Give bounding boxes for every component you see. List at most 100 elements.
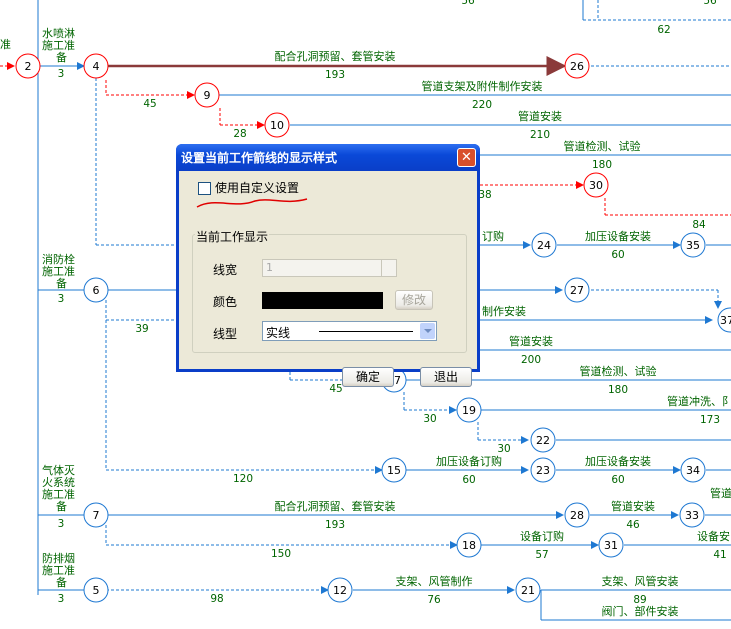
node-26[interactable]: 26 (564, 53, 590, 79)
left-label-gas: 备 (56, 499, 67, 513)
node-33[interactable]: 33 (679, 502, 705, 528)
node-31[interactable]: 31 (598, 532, 624, 558)
svg-text:2: 2 (25, 60, 32, 73)
svg-text:15: 15 (387, 464, 401, 477)
left-label-water-spray: 水喷淋 (42, 27, 75, 40)
current-work-display-group (192, 234, 467, 353)
node-10[interactable]: 10 (264, 112, 290, 138)
node-27[interactable]: 27 (564, 277, 590, 303)
node-22[interactable]: 22 (530, 427, 556, 453)
node-15[interactable]: 15 (381, 457, 407, 483)
node-24[interactable]: 24 (531, 232, 557, 258)
activity-duration: 193 (325, 69, 345, 81)
activity-name: 管道检测、试验 (580, 364, 657, 378)
dialog-title-bar[interactable]: 设置当前工作箭线的显示样式 ✕ (176, 144, 480, 171)
activity-duration: 57 (535, 549, 548, 561)
activity-duration: 46 (626, 519, 640, 531)
exit-button[interactable]: 退出 (420, 367, 472, 387)
node-6[interactable]: 6 (83, 277, 109, 303)
svg-text:33: 33 (685, 509, 699, 522)
node-12[interactable]: 12 (327, 577, 353, 603)
activity-duration: 220 (472, 99, 492, 111)
node-34[interactable]: 34 (680, 457, 706, 483)
dummy-duration: 3 (58, 593, 65, 605)
activity-name: 支架、风管安装 (602, 574, 679, 588)
activity-name: 加压设备安装 (585, 454, 651, 468)
activity-name: 制作安装 (482, 304, 526, 318)
svg-text:5: 5 (93, 584, 100, 597)
activity-name: 配合孔洞预留、套管安装 (275, 499, 396, 513)
node-7[interactable]: 7 (83, 502, 109, 528)
left-label-water-spray: 备 (56, 50, 67, 64)
group-title: 当前工作显示 (195, 228, 270, 245)
dialog-title: 设置当前工作箭线的显示样式 (181, 151, 338, 165)
node-35[interactable]: 35 (680, 232, 706, 258)
line-type-value: 实线 (266, 326, 291, 340)
custom-settings-checkbox[interactable] (198, 182, 211, 195)
line-width-spinner[interactable]: 1 (262, 259, 397, 277)
node-2[interactable]: 2 (15, 53, 41, 79)
custom-settings-label[interactable]: 使用自定义设置 (215, 181, 300, 195)
dialog-body: 使用自定义设置 当前工作显示 线宽 1 颜色 修改 线型 实线 确定 退出 (179, 171, 477, 387)
svg-text:27: 27 (570, 284, 584, 297)
svg-text:10: 10 (270, 119, 284, 132)
activity-name: 管道支架及附件制作安装 (422, 79, 543, 93)
svg-text:7: 7 (93, 509, 100, 522)
node-5[interactable]: 5 (83, 577, 109, 603)
svg-text:4: 4 (93, 60, 100, 73)
bus-lines (37, 0, 731, 595)
activity-duration: 200 (521, 354, 541, 366)
modify-button[interactable]: 修改 (395, 290, 433, 310)
svg-text:21: 21 (521, 584, 535, 597)
node-4[interactable]: 4 (83, 53, 109, 79)
svg-text:6: 6 (93, 284, 100, 297)
activity-name: 管道安装 (611, 499, 655, 513)
node-28[interactable]: 28 (564, 502, 590, 528)
dummy-duration: 150 (271, 548, 291, 560)
node-37[interactable]: 37 (717, 307, 731, 333)
node-19[interactable]: 19 (456, 397, 482, 423)
activity-duration: 60 (611, 474, 624, 486)
activity-name: 阀门、部件安装 (602, 604, 679, 618)
activity-name: 设备订购 (520, 529, 564, 543)
svg-text:22: 22 (536, 434, 550, 447)
dummy-duration: 30 (497, 443, 510, 455)
activity-name: 配合孔洞预留、套管安装 (275, 49, 396, 63)
activity-duration: 60 (611, 249, 624, 261)
left-label-gas: 气体灭 (42, 463, 75, 477)
activity-duration: 60 (462, 474, 475, 486)
spinner-arrows-icon[interactable] (381, 260, 396, 276)
dummy-lines-blue (95, 0, 731, 594)
activity-name: 加压设备安装 (585, 229, 651, 243)
dummy-duration: 120 (233, 473, 253, 485)
solid-line-preview (319, 331, 413, 332)
node-21[interactable]: 21 (515, 577, 541, 603)
red-scribble-annotation (196, 198, 308, 208)
activity-name: 设备安 (697, 529, 730, 543)
line-type-select[interactable]: 实线 (262, 321, 437, 341)
color-label: 颜色 (213, 295, 238, 309)
node-23[interactable]: 23 (530, 457, 556, 483)
activity-duration: 180 (608, 384, 628, 396)
node-9[interactable]: 9 (194, 82, 220, 108)
color-swatch (262, 292, 383, 309)
left-label-gas: 火系统 (42, 476, 75, 489)
dummy-lines-red (0, 62, 731, 216)
svg-text:34: 34 (686, 464, 700, 477)
left-label-fire-hydrant: 消防栓 (42, 252, 75, 266)
left-label-gas: 施工准 (42, 488, 75, 501)
left-label-cut: 准 (0, 38, 11, 51)
svg-text:31: 31 (604, 539, 618, 552)
dummy-duration: 39 (135, 323, 148, 335)
activity-duration: 89 (633, 594, 646, 606)
close-icon: ✕ (461, 150, 472, 165)
activity-name: 管道检测、试验 (564, 139, 641, 153)
node-30[interactable]: 30 (583, 172, 609, 198)
node-18[interactable]: 18 (456, 532, 482, 558)
activity-duration: 76 (427, 594, 441, 606)
close-button[interactable]: ✕ (457, 148, 476, 167)
ok-button[interactable]: 确定 (342, 367, 394, 387)
activity-duration: 210 (530, 129, 550, 141)
chevron-down-icon[interactable] (420, 323, 435, 339)
dummy-duration: 56 (461, 0, 475, 7)
